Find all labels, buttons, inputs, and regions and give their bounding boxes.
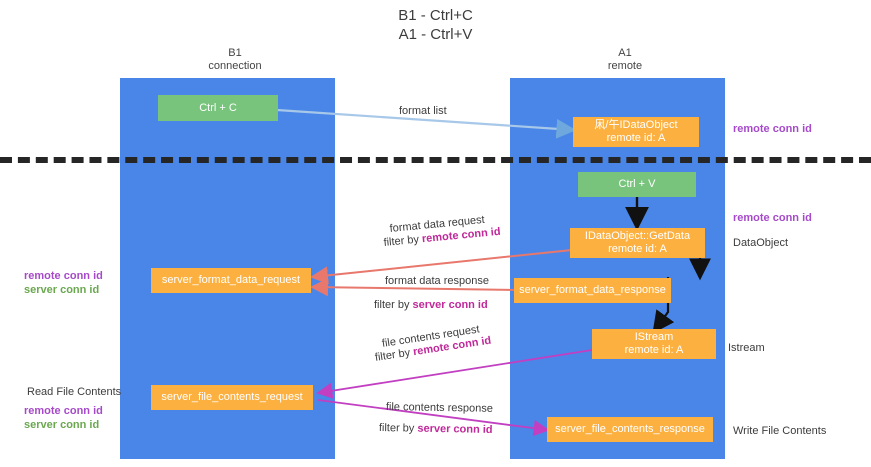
edge-label-file-contents-response-filter: filter by server conn id	[379, 421, 493, 437]
label-server-conn-id-left: server conn id	[24, 284, 100, 296]
filter-prefix-4: filter by	[378, 421, 418, 435]
node-ctrl-c[interactable]: Ctrl + C	[158, 95, 278, 121]
filter-prefix-3: filter by	[374, 346, 415, 364]
filter-prefix-2: filter by	[374, 299, 413, 311]
section-divider	[0, 157, 871, 163]
label-write-file-contents: Write File Contents	[733, 425, 827, 437]
label-read-file-contents: Read File Contents	[27, 386, 122, 398]
label-remote-conn-id-top: remote conn id	[733, 123, 812, 135]
node-ctrl-v[interactable]: Ctrl + V	[578, 172, 696, 197]
node-idataobject-getdata[interactable]: IDataObject::GetData remote id: A	[570, 228, 705, 258]
column-header-b1: B1 connection	[208, 47, 262, 72]
node-server-file-contents-request[interactable]: server_file_contents_request	[151, 385, 313, 410]
label-remote-conn-id-mid: remote conn id	[733, 212, 812, 224]
filter-prefix-1: filter by	[383, 233, 423, 249]
edge-label-file-contents-response: file contents response	[385, 400, 493, 415]
label-server-conn-id-left-2: server conn id	[24, 419, 100, 431]
node-istream[interactable]: IStream remote id: A	[592, 329, 716, 359]
edge-label-format-data-response-filter: filter by server conn id	[374, 298, 488, 312]
column-header-a1: A1 remote	[607, 47, 643, 72]
node-idataobject-top[interactable]: 凩/午IDataObject remote id: A	[573, 117, 699, 147]
page-title: B1 - Ctrl+C A1 - Ctrl+V	[398, 7, 473, 43]
node-server-format-data-request[interactable]: server_format_data_request	[151, 268, 311, 293]
label-istream: Istream	[728, 342, 765, 354]
label-remote-conn-id-left: remote conn id	[24, 270, 103, 282]
label-remote-conn-id-left-2: remote conn id	[24, 405, 103, 417]
label-dataobject: DataObject	[733, 237, 789, 249]
filter-key-4: server conn id	[417, 422, 493, 436]
edge-label-format-list: format list	[399, 105, 447, 117]
node-server-file-contents-response[interactable]: server_file_contents_response	[547, 417, 713, 442]
edge-label-format-data-response: format data response	[385, 275, 489, 287]
node-server-format-data-response[interactable]: server_format_data_response	[514, 278, 671, 303]
filter-key-2: server conn id	[412, 299, 488, 311]
